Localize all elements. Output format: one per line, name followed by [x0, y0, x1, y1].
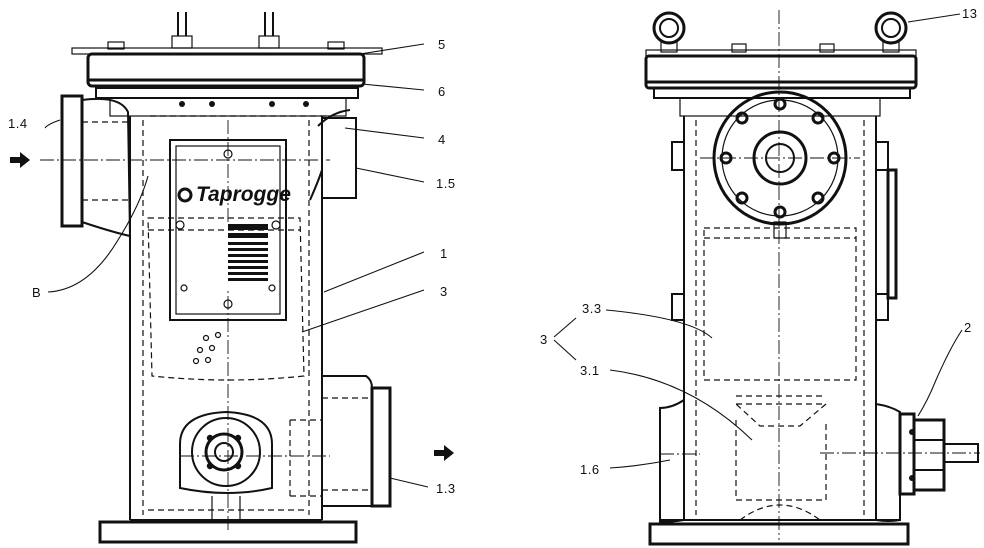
right-leaders — [553, 13, 963, 469]
right-round-flange — [700, 90, 860, 239]
side-box — [309, 109, 357, 201]
left-view: Taprogge — [8, 12, 456, 544]
label-3: 3 — [440, 284, 448, 299]
inlet-nozzle — [40, 94, 330, 238]
outlet-nozzle — [289, 375, 392, 508]
top-lid — [71, 12, 383, 88]
eye-bolt — [652, 11, 686, 53]
lid-flange — [95, 87, 359, 117]
gear-motor — [820, 403, 980, 522]
right-internal-strainer — [703, 227, 857, 521]
label-2: 2 — [964, 320, 972, 335]
lifting-stud — [258, 12, 280, 49]
right-bottom-nozzle — [659, 399, 700, 524]
label-3-1: 3.1 — [580, 363, 600, 378]
label-13: 13 — [962, 6, 977, 21]
label-1-3: 1.3 — [436, 481, 456, 496]
inlet-arrow-icon — [10, 152, 30, 168]
label-3-3: 3.3 — [582, 301, 602, 316]
label-b: B — [32, 285, 41, 300]
lid-bolt — [107, 41, 125, 50]
label-1-6: 1.6 — [580, 462, 600, 477]
right-base — [648, 519, 910, 546]
outlet-arrow-icon — [434, 445, 454, 461]
lifting-stud — [171, 12, 193, 49]
brand-name: Taprogge — [196, 183, 291, 206]
label-6: 6 — [438, 84, 446, 99]
left-base — [98, 509, 358, 544]
label-5: 5 — [438, 37, 446, 52]
label-1-5: 1.5 — [436, 176, 456, 191]
internal-strainer — [147, 217, 305, 381]
lower-flange — [179, 410, 330, 520]
label-1-4: 1.4 — [8, 116, 28, 131]
right-view: 13 3.3 3 3.1 2 1.6 — [540, 6, 980, 546]
left-leaders — [44, 43, 429, 488]
label-4: 4 — [438, 132, 446, 147]
barcode-icon — [228, 224, 268, 281]
brand-logo-icon — [177, 187, 193, 203]
label-1: 1 — [440, 246, 448, 261]
right-body — [671, 10, 898, 540]
left-body — [129, 116, 323, 530]
nameplate: Taprogge — [169, 139, 291, 321]
label-3-group: 3 — [540, 332, 548, 347]
eye-bolt — [874, 11, 908, 53]
right-top-lid — [644, 43, 918, 117]
lid-bolt — [327, 41, 345, 50]
